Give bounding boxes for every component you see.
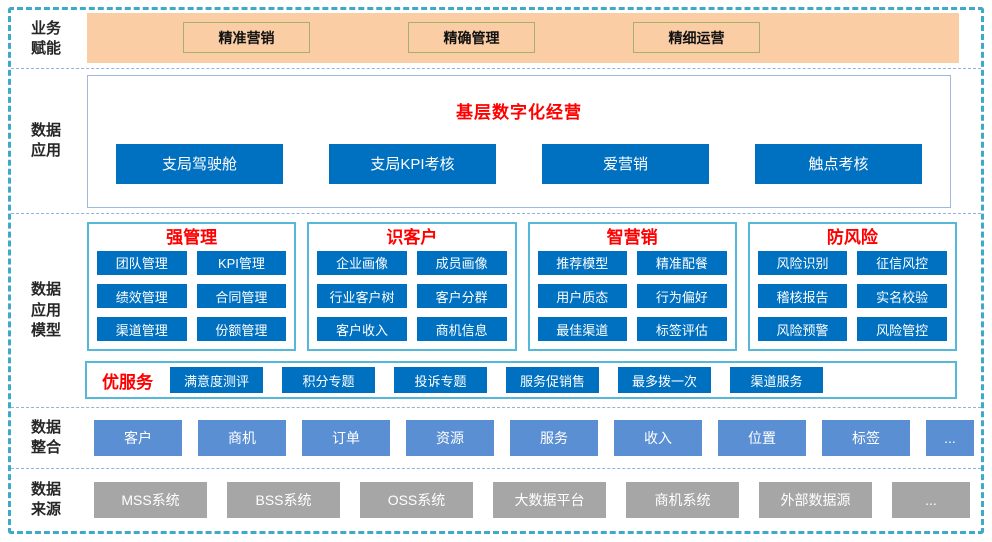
- integration-item: 服务: [510, 420, 598, 457]
- sources-items: MSS系统 BSS系统 OSS系统 大数据平台 商机系统 外部数据源 ...: [94, 469, 981, 531]
- application-box: 基层数字化经营 支局驾驶舱 支局KPI考核 爱营销 触点考核: [87, 74, 951, 209]
- model-item: 行为偏好: [637, 283, 727, 309]
- section-label-data-application: 数据 应用: [30, 121, 61, 159]
- service-item: 最多拨一次: [618, 367, 711, 394]
- application-item: 支局KPI考核: [329, 143, 496, 184]
- model-group-title: 智营销: [606, 228, 658, 248]
- empower-item: 精细运营: [633, 22, 760, 54]
- empower-band: 精准营销 精确管理 精细运营: [87, 12, 959, 63]
- service-title: 优服务: [102, 372, 153, 392]
- application-title: 基层数字化经营: [456, 102, 582, 122]
- section-data-application: 数据 应用 基层数字化经营 支局驾驶舱 支局KPI考核 爱营销 触点考核: [11, 69, 981, 215]
- model-group-title: 防风险: [826, 228, 878, 248]
- model-item: 渠道管理: [97, 317, 187, 342]
- model-group-items: 企业画像成员画像行业客户树客户分群客户收入商机信息: [317, 250, 507, 342]
- integration-items: 客户 商机 订单 资源 服务 收入 位置 标签 ...: [94, 408, 981, 468]
- model-item: 精准配餐: [637, 250, 727, 275]
- model-item: 风险预警: [757, 317, 848, 342]
- model-item: 推荐模型: [537, 250, 628, 275]
- model-item: 标签评估: [637, 317, 727, 342]
- model-item: 征信风控: [857, 250, 947, 275]
- integration-item: 商机: [198, 420, 286, 457]
- model-item: 客户收入: [317, 317, 407, 342]
- service-item: 积分专题: [282, 367, 375, 394]
- model-group-strong-management: 强管理 团队管理 KPI管理绩效管理合同管理渠道管理份额管理: [87, 222, 297, 352]
- integration-item: 资源: [406, 420, 494, 457]
- model-item: KPI管理: [196, 250, 287, 275]
- model-item: 用户质态: [537, 283, 628, 309]
- integration-item: 位置: [718, 420, 806, 457]
- model-item: 风险管控: [857, 317, 947, 342]
- model-group-title: 识客户: [386, 228, 438, 248]
- application-item: 爱营销: [542, 143, 709, 184]
- service-item: 满意度测评: [170, 367, 263, 394]
- section-business-empowerment: 业务 赋能 精准营销 精确管理 精细运营: [11, 10, 981, 69]
- model-group-title: 强管理: [166, 228, 218, 248]
- model-item: 风险识别: [757, 250, 848, 275]
- model-item: 企业画像: [317, 250, 407, 275]
- section-label-data-application-model: 数据 应用 模型: [30, 281, 61, 339]
- model-group-know-customer: 识客户 企业画像成员画像行业客户树客户分群客户收入商机信息: [307, 222, 517, 352]
- model-group-smart-marketing: 智营销 推荐模型精准配餐用户质态行为偏好最佳渠道标签评估: [527, 222, 737, 352]
- source-item: 大数据平台: [493, 482, 606, 519]
- source-item: 商机系统: [626, 482, 739, 519]
- section-data-integration: 数据 整合 客户 商机 订单 资源 服务 收入 位置 标签: [11, 408, 981, 470]
- model-content: 强管理 团队管理 KPI管理绩效管理合同管理渠道管理份额管理 识客户 企业画像成员…: [81, 214, 957, 407]
- service-item: 渠道服务: [730, 367, 823, 394]
- integration-item: 标签: [822, 420, 910, 457]
- empower-item: 精确管理: [408, 22, 535, 54]
- section-data-application-model: 数据 应用 模型 强管理 团队管理 KPI管理绩效管理合同管理渠道管理份额管理 识…: [11, 214, 981, 409]
- model-item: 稽核报告: [757, 283, 848, 309]
- service-item: 投诉专题: [394, 367, 487, 394]
- model-group-risk-prevention: 防风险 风险识别征信风控稽核报告实名校验风险预警风险管控: [747, 222, 957, 352]
- application-item: 支局驾驶舱: [116, 143, 283, 184]
- model-item: 最佳渠道: [537, 317, 628, 342]
- source-item: 外部数据源: [759, 482, 872, 519]
- integration-item: 收入: [614, 420, 702, 457]
- application-item: 触点考核: [755, 143, 922, 184]
- model-group-items: 风险识别征信风控稽核报告实名校验风险预警风险管控: [757, 250, 947, 342]
- model-item: 商机信息: [416, 317, 507, 342]
- model-item: 实名校验: [857, 283, 947, 309]
- model-group-items: 推荐模型精准配餐用户质态行为偏好最佳渠道标签评估: [537, 250, 727, 342]
- model-item: 团队管理: [97, 250, 187, 275]
- source-item: MSS系统: [94, 482, 207, 519]
- section-label-data-integration: 数据 整合: [30, 419, 61, 457]
- integration-item: 订单: [302, 420, 390, 457]
- source-item: BSS系统: [227, 482, 340, 519]
- empower-item: 精准营销: [183, 22, 310, 54]
- model-item: 行业客户树: [317, 283, 407, 309]
- integration-item: 客户: [94, 420, 182, 457]
- model-group-premium-service: 优服务 满意度测评积分专题投诉专题服务促销售最多拨一次渠道服务: [85, 361, 957, 400]
- model-item: 成员画像: [416, 250, 507, 275]
- section-data-sources: 数据 来源 MSS系统 BSS系统 OSS系统 大数据平台 商机系统 外部数据源…: [11, 469, 981, 531]
- model-group-items: 团队管理 KPI管理绩效管理合同管理渠道管理份额管理: [97, 250, 287, 342]
- model-item: 合同管理: [196, 283, 287, 309]
- model-item: 份额管理: [196, 317, 287, 342]
- model-item: 客户分群: [416, 283, 507, 309]
- service-item: 服务促销售: [506, 367, 599, 394]
- section-label-data-sources: 数据 来源: [30, 480, 61, 519]
- integration-item: ...: [926, 420, 974, 457]
- diagram-frame: 业务 赋能 精准营销 精确管理 精细运营 数据 应用 基层数字化经营 支局驾驶舱: [8, 7, 984, 534]
- service-items: 满意度测评积分专题投诉专题服务促销售最多拨一次渠道服务: [170, 367, 823, 394]
- model-groups: 强管理 团队管理 KPI管理绩效管理合同管理渠道管理份额管理 识客户 企业画像成员…: [87, 222, 957, 352]
- model-item: 绩效管理: [97, 283, 187, 309]
- application-items: 支局驾驶舱 支局KPI考核 爱营销 触点考核: [88, 143, 950, 184]
- source-item: ...: [892, 482, 970, 519]
- source-item: OSS系统: [360, 482, 473, 519]
- section-label-business-empowerment: 业务 赋能: [30, 19, 61, 57]
